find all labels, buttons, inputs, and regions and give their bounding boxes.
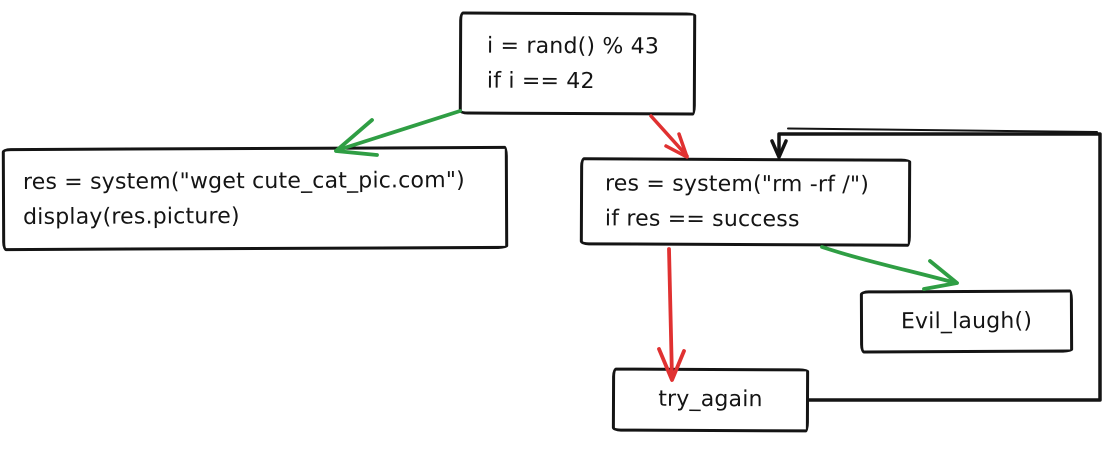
edge-rmrf-to-try-again [667,247,674,380]
node-rm-rf: res = system("rm -rf /") if res == succe… [579,157,912,247]
node-random-check-line-2: if i == 42 [486,68,595,94]
edge-rmrf-to-evil-laugh [820,245,954,284]
node-random-check-line-1: i = rand() % 43 [487,33,660,59]
node-try-again: try_again [611,367,810,433]
arrowhead-evil-laugh [922,259,959,291]
arrowhead-into-rmrf [770,139,788,159]
edge-try-again-to-rmrf-double-stroke [787,127,1098,133]
node-wget-cat-pic-line-1: res = system("wget cute_cat_pic.com") [22,167,465,195]
edge-random-to-rmrf [649,114,689,158]
node-rm-rf-line-1: res = system("rm -rf /") [605,171,870,198]
node-evil-laugh: Evil_laugh() [859,289,1074,354]
arrowhead-rmrf-red [664,132,689,159]
node-try-again-line-1: try_again [658,386,763,413]
node-wget-cat-pic: res = system("wget cute_cat_pic.com") di… [1,145,509,252]
node-evil-laugh-line-1: Evil_laugh() [900,308,1033,334]
node-rm-rf-line-2: if res == success [604,206,800,233]
node-random-check: i = rand() % 43 if i == 42 [458,11,697,116]
edge-random-to-wget [336,109,462,152]
node-wget-cat-pic-line-2: display(res.picture) [23,203,240,230]
